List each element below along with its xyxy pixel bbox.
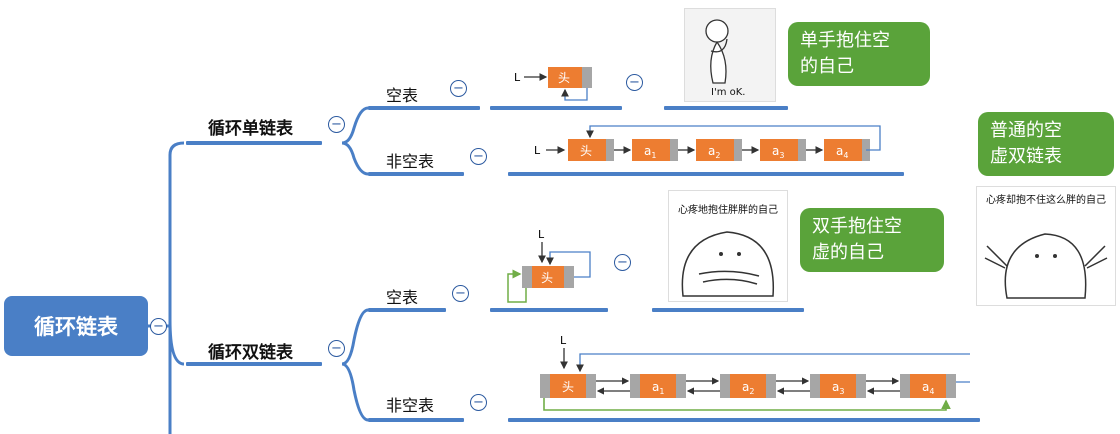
single-bubble-line-2: 的自己 bbox=[800, 56, 854, 77]
circular-link bbox=[586, 125, 881, 151]
node-a4 bbox=[824, 139, 862, 161]
double-list-collapse-button[interactable]: − bbox=[328, 340, 345, 357]
single-empty-collapse-button[interactable]: − bbox=[450, 80, 467, 97]
head-node bbox=[550, 374, 586, 398]
double-empty-underline bbox=[368, 308, 446, 312]
single-empty-label[interactable]: 空表 bbox=[386, 86, 419, 105]
double-nonempty-underline bbox=[368, 418, 464, 422]
double-nonempty-label[interactable]: 非空表 bbox=[386, 396, 435, 415]
head-node-label: 头 bbox=[580, 144, 592, 158]
single-speech-bubble: 单手抱住空 的自己 bbox=[788, 22, 930, 86]
single-empty-underline bbox=[368, 106, 480, 110]
double-speech-bubble: 双手抱住空 虚的自己 bbox=[800, 208, 944, 272]
double-empty-diagram-collapse-button[interactable]: − bbox=[614, 254, 631, 271]
side-speech-bubble: 普通的空 虚双链表 bbox=[978, 112, 1114, 176]
node-a1 bbox=[632, 139, 670, 161]
single-empty-image-underline bbox=[664, 106, 788, 110]
pointer-L-label: L bbox=[534, 144, 541, 157]
node-a1 bbox=[640, 374, 676, 398]
double-empty-collapse-button[interactable]: − bbox=[452, 285, 469, 302]
single-nonempty-underline bbox=[368, 172, 464, 176]
single-list-underline bbox=[186, 141, 322, 145]
side-sticker-caption: 心疼却抱不住这么胖的自己 bbox=[986, 195, 1106, 206]
node-a3 bbox=[820, 374, 856, 398]
single-bubble-line-1: 单手抱住空 bbox=[800, 30, 890, 51]
double-empty-image-underline bbox=[652, 308, 804, 312]
head-node-label: 头 bbox=[562, 380, 574, 394]
im-ok-text: I'm oK. bbox=[711, 87, 745, 98]
head-label: 头 bbox=[558, 71, 570, 85]
single-list-collapse-button[interactable]: − bbox=[328, 116, 345, 133]
single-nonempty-label[interactable]: 非空表 bbox=[386, 152, 435, 171]
hug-sticker: 心疼地抱住胖胖的自己 bbox=[668, 190, 788, 302]
single-nonempty-diagram-underline bbox=[508, 172, 904, 176]
head-label: 头 bbox=[541, 271, 553, 285]
root-collapse-button[interactable]: − bbox=[150, 318, 167, 335]
im-ok-sticker: I'm oK. bbox=[684, 8, 776, 102]
single-empty-diagram: L 头 bbox=[514, 67, 592, 101]
double-nonempty-diagram-underline bbox=[508, 418, 980, 422]
double-nonempty-collapse-button[interactable]: − bbox=[470, 394, 487, 411]
single-list-label[interactable]: 循环单链表 bbox=[208, 119, 293, 139]
single-empty-diagram-underline bbox=[490, 106, 622, 110]
double-sticker-caption: 心疼地抱住胖胖的自己 bbox=[678, 205, 778, 216]
node-a2 bbox=[730, 374, 766, 398]
pointer-L-label: L bbox=[560, 334, 567, 347]
double-bubble-line-2: 虚的自己 bbox=[812, 242, 884, 263]
double-empty-diagram-underline bbox=[490, 308, 608, 312]
double-list-underline bbox=[186, 362, 322, 366]
double-bubble-line-1: 双手抱住空 bbox=[812, 216, 902, 237]
node-a4 bbox=[910, 374, 946, 398]
blob-figure-image bbox=[984, 233, 1108, 299]
circular-next-link bbox=[576, 353, 970, 383]
stick-figure-image: I'm oK. bbox=[705, 19, 745, 98]
node-a3 bbox=[760, 139, 798, 161]
pointer-L-label: L bbox=[538, 228, 545, 241]
head-node bbox=[532, 266, 564, 288]
single-empty-diagram-collapse-button[interactable]: − bbox=[626, 74, 643, 91]
root-node[interactable]: 循环链表 bbox=[4, 296, 148, 356]
pointer-L-label: L bbox=[514, 71, 521, 84]
side-bubble-line-2: 虚双链表 bbox=[990, 146, 1062, 167]
node-a2 bbox=[696, 139, 734, 161]
double-empty-label[interactable]: 空表 bbox=[386, 288, 419, 307]
circular-prior-link bbox=[543, 398, 951, 411]
hugging-blob-image bbox=[681, 231, 775, 297]
double-list-label[interactable]: 循环双链表 bbox=[208, 343, 293, 363]
head-node bbox=[548, 67, 582, 88]
double-empty-diagram: L 头 bbox=[507, 228, 591, 303]
side-bubble-line-1: 普通的空 bbox=[990, 120, 1062, 141]
head-node bbox=[568, 139, 606, 161]
single-nonempty-collapse-button[interactable]: − bbox=[470, 148, 487, 165]
side-sticker: 心疼却抱不住这么胖的自己 bbox=[976, 186, 1116, 306]
